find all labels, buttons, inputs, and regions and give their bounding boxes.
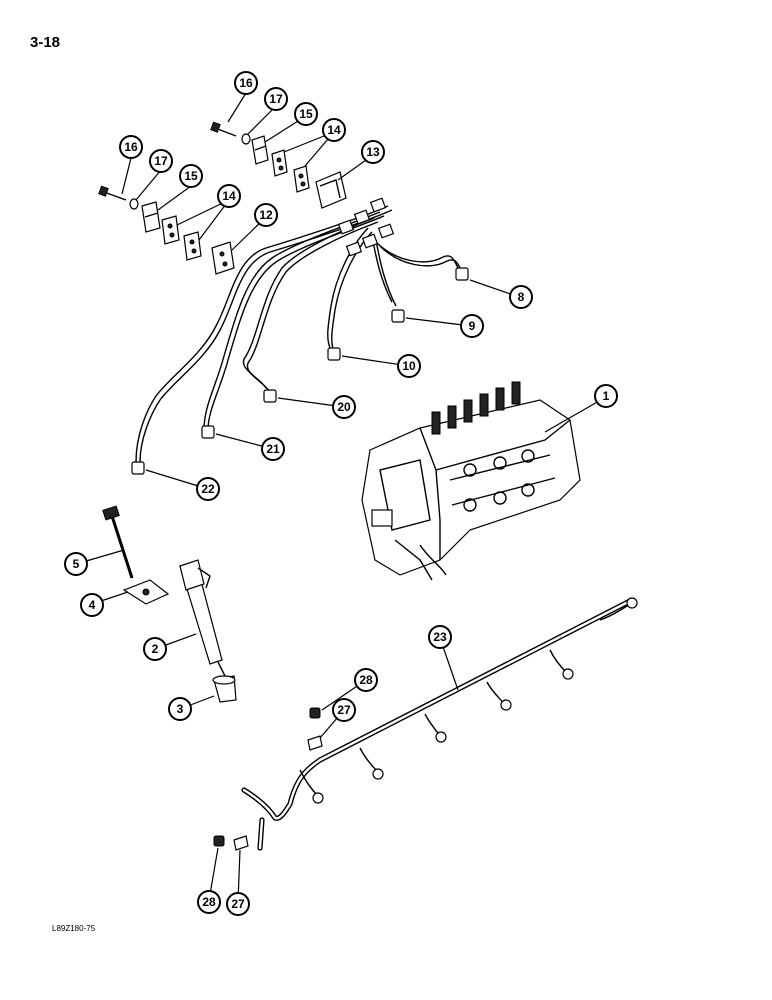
callout-label: 8 bbox=[518, 290, 525, 304]
line-nut-10 bbox=[327, 347, 341, 361]
callout-3: 3 bbox=[168, 697, 192, 721]
callout-label: 17 bbox=[154, 154, 168, 168]
callout-13: 13 bbox=[361, 140, 385, 164]
callout-17-lower: 17 bbox=[149, 149, 173, 173]
callout-16-upper: 16 bbox=[234, 71, 258, 95]
callout-20: 20 bbox=[332, 395, 356, 419]
callout-12: 12 bbox=[254, 203, 278, 227]
page-number: 3-18 bbox=[30, 34, 61, 51]
callout-label: 9 bbox=[469, 319, 476, 333]
callout-label: 15 bbox=[299, 107, 313, 121]
clamp-14-upper-b bbox=[293, 165, 310, 193]
injection-lines bbox=[131, 197, 469, 475]
callout-label: 27 bbox=[337, 703, 351, 717]
callout-16-lower: 16 bbox=[119, 135, 143, 159]
fuel-injector bbox=[179, 559, 227, 679]
line-nut-21 bbox=[201, 425, 215, 439]
figure-code: L89Z180-75 bbox=[52, 924, 96, 933]
callout-label: 23 bbox=[433, 630, 447, 644]
callout-label: 1 bbox=[603, 389, 610, 403]
washer-17-lower bbox=[129, 198, 139, 210]
callout-21: 21 bbox=[261, 437, 285, 461]
pump-end-fittings bbox=[337, 197, 395, 257]
leak-off-washer-upper bbox=[307, 735, 323, 751]
leak-off-bolt-lower bbox=[213, 835, 225, 847]
leak-off-line bbox=[241, 597, 638, 851]
callout-8: 8 bbox=[509, 285, 533, 309]
pump-delivery-valves bbox=[431, 381, 521, 435]
clamp-15-lower bbox=[141, 201, 161, 233]
callout-label: 12 bbox=[259, 208, 273, 222]
callout-15-lower: 15 bbox=[179, 164, 203, 188]
injector-clamp bbox=[122, 579, 170, 605]
callout-14-upper: 14 bbox=[322, 118, 346, 142]
callout-14-lower: 14 bbox=[217, 184, 241, 208]
lower-clamp-hardware bbox=[98, 185, 235, 275]
clamp-14-upper-a bbox=[271, 149, 288, 177]
callout-4: 4 bbox=[80, 593, 104, 617]
callout-27-lower: 27 bbox=[226, 892, 250, 916]
clamp-14-lower-a bbox=[161, 215, 180, 245]
clamp-12 bbox=[211, 241, 235, 275]
callout-label: 5 bbox=[73, 557, 80, 571]
callout-label: 27 bbox=[231, 897, 245, 911]
callout-28-lower: 28 bbox=[197, 890, 221, 914]
callout-label: 20 bbox=[337, 400, 351, 414]
leak-off-washer-lower bbox=[233, 835, 249, 851]
clamp-14-lower-b bbox=[183, 231, 202, 261]
callout-label: 16 bbox=[239, 76, 253, 90]
callout-28-upper: 28 bbox=[354, 668, 378, 692]
callout-label: 22 bbox=[201, 482, 215, 496]
callout-23: 23 bbox=[428, 625, 452, 649]
callout-17-upper: 17 bbox=[264, 87, 288, 111]
callout-1: 1 bbox=[594, 384, 618, 408]
callout-22: 22 bbox=[196, 477, 220, 501]
callout-label: 4 bbox=[89, 598, 96, 612]
callout-5: 5 bbox=[64, 552, 88, 576]
callout-label: 13 bbox=[366, 145, 380, 159]
callout-10: 10 bbox=[397, 354, 421, 378]
injector-hold-down-bolt bbox=[102, 505, 134, 579]
callout-label: 14 bbox=[327, 123, 341, 137]
bolt-16-upper bbox=[210, 121, 237, 137]
callout-27-upper: 27 bbox=[332, 698, 356, 722]
line-nut-8 bbox=[455, 267, 469, 281]
callout-9: 9 bbox=[460, 314, 484, 338]
callout-2: 2 bbox=[143, 637, 167, 661]
callout-label: 2 bbox=[152, 642, 159, 656]
callout-label: 10 bbox=[402, 359, 416, 373]
callout-label: 14 bbox=[222, 189, 236, 203]
callout-label: 17 bbox=[269, 92, 283, 106]
washer-17-upper bbox=[241, 133, 251, 145]
callout-label: 16 bbox=[124, 140, 138, 154]
line-nut-9 bbox=[391, 309, 405, 323]
callout-label: 28 bbox=[359, 673, 373, 687]
injector-sleeve bbox=[212, 675, 237, 703]
callout-label: 3 bbox=[177, 702, 184, 716]
callout-15-upper: 15 bbox=[294, 102, 318, 126]
upper-clamp-hardware bbox=[210, 121, 347, 209]
line-nut-20 bbox=[263, 389, 277, 403]
bolt-16-lower bbox=[98, 185, 127, 201]
leak-off-banjo-connections bbox=[299, 597, 638, 804]
callout-label: 15 bbox=[184, 169, 198, 183]
leak-off-bolt-upper bbox=[309, 707, 321, 719]
callout-label: 21 bbox=[266, 442, 280, 456]
clamp-15-upper bbox=[251, 135, 269, 165]
injection-pump bbox=[361, 381, 581, 581]
bracket-13 bbox=[315, 171, 347, 209]
callout-label: 28 bbox=[202, 895, 216, 909]
line-nut-22 bbox=[131, 461, 145, 475]
